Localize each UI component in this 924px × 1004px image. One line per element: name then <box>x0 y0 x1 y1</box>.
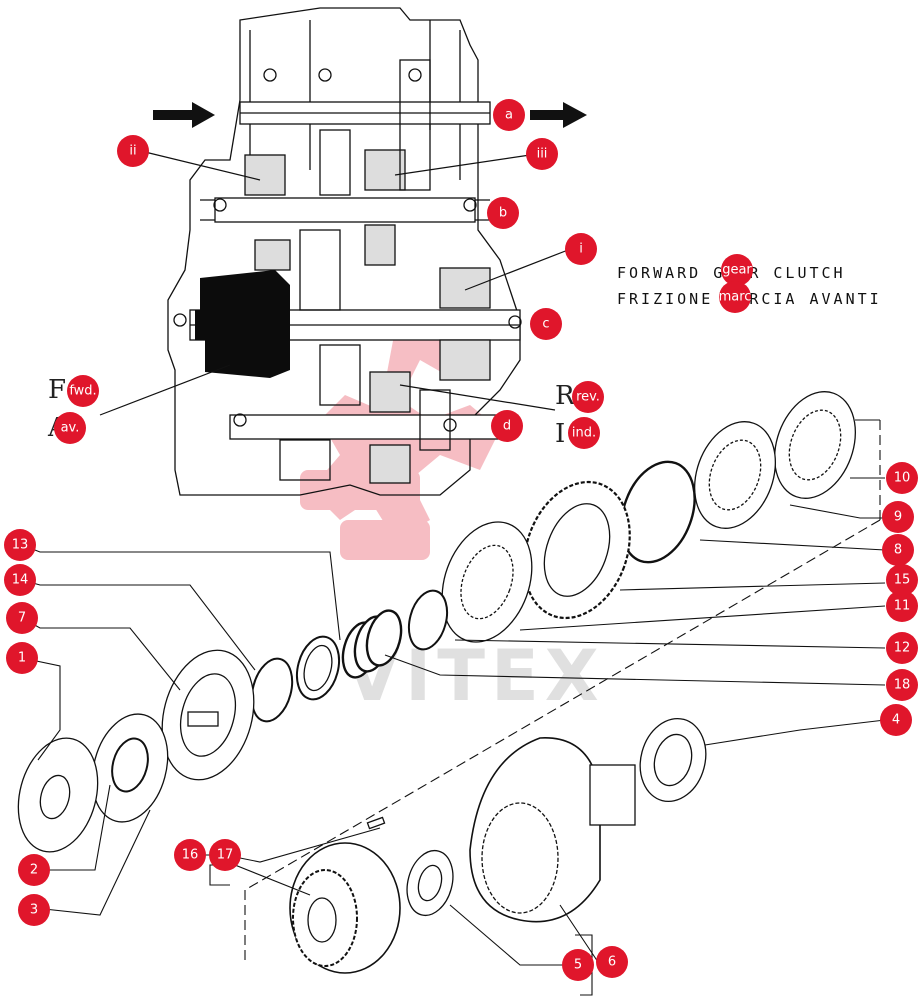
part-badge-12[interactable]: 12 <box>886 632 918 664</box>
part-badge-3[interactable]: 3 <box>18 894 50 926</box>
part-12-snap-ring <box>407 589 449 651</box>
svg-text:4: 4 <box>892 713 900 728</box>
part-badge-13[interactable]: 13 <box>4 529 36 561</box>
svg-text:2: 2 <box>30 863 38 878</box>
part-18-spring <box>341 609 403 679</box>
part-badge-11[interactable]: 11 <box>886 590 918 622</box>
badge-av[interactable]: av. <box>54 412 86 444</box>
part-badge-14[interactable]: 14 <box>4 564 36 596</box>
svg-text:10: 10 <box>894 471 911 486</box>
badge-c[interactable]: c <box>530 308 562 340</box>
badge-fwd[interactable]: fwd. <box>67 375 99 407</box>
svg-text:14: 14 <box>12 573 29 588</box>
transmission-section-drawing <box>167 7 522 496</box>
badge-marc[interactable]: marc <box>719 281 752 313</box>
svg-text:iii: iii <box>537 147 548 162</box>
part-badge-1[interactable]: 1 <box>6 642 38 674</box>
part-badge-16[interactable]: 16 <box>174 839 206 871</box>
forward-clutch-drum <box>195 270 290 378</box>
svg-text:8: 8 <box>894 543 902 558</box>
svg-text:ii: ii <box>129 144 136 159</box>
svg-text:13: 13 <box>12 538 29 553</box>
part-badge-17[interactable]: 17 <box>209 839 241 871</box>
svg-text:11: 11 <box>894 599 911 614</box>
svg-text:1: 1 <box>18 651 26 666</box>
svg-text:7: 7 <box>18 611 26 626</box>
svg-text:rev.: rev. <box>576 390 600 405</box>
part-badge-7[interactable]: 7 <box>6 602 38 634</box>
side-letter-r: R <box>555 381 576 411</box>
badge-d[interactable]: d <box>491 410 523 442</box>
part-14-ring <box>250 657 294 723</box>
svg-text:6: 6 <box>608 955 616 970</box>
svg-text:9: 9 <box>894 510 902 525</box>
svg-text:ind.: ind. <box>572 426 596 441</box>
part-badge-10[interactable]: 10 <box>886 462 918 494</box>
part-17-pin <box>366 816 386 830</box>
assembly-dashed-lines <box>244 420 881 965</box>
svg-text:18: 18 <box>894 678 911 693</box>
badge-a[interactable]: a <box>493 99 525 131</box>
svg-text:12: 12 <box>894 641 911 656</box>
svg-text:c: c <box>542 317 549 332</box>
side-letter-f: F <box>48 375 66 405</box>
badge-ind[interactable]: ind. <box>568 417 600 449</box>
svg-text:fwd.: fwd. <box>69 384 96 399</box>
badge-rev[interactable]: rev. <box>572 381 604 413</box>
svg-text:5: 5 <box>574 958 582 973</box>
badge-ii[interactable]: ii <box>117 135 149 167</box>
svg-text:3: 3 <box>30 903 38 918</box>
svg-text:b: b <box>499 206 507 221</box>
badge-iii[interactable]: iii <box>526 138 558 170</box>
part-badge-4[interactable]: 4 <box>880 704 912 736</box>
part-8-ring <box>620 460 696 564</box>
part-badge-18[interactable]: 18 <box>886 669 918 701</box>
svg-text:marc: marc <box>719 290 752 305</box>
part-badge-6[interactable]: 6 <box>596 946 628 978</box>
part-2-ring <box>111 737 149 793</box>
svg-text:gear: gear <box>722 263 752 278</box>
part-badge-8[interactable]: 8 <box>882 534 914 566</box>
svg-text:16: 16 <box>182 848 199 863</box>
part-badge-9[interactable]: 9 <box>882 501 914 533</box>
part-badge-2[interactable]: 2 <box>18 854 50 886</box>
part-badge-5[interactable]: 5 <box>562 949 594 981</box>
part-badge-15[interactable]: 15 <box>886 564 918 596</box>
svg-text:15: 15 <box>894 573 911 588</box>
svg-text:i: i <box>579 242 583 257</box>
exploded-parts <box>17 391 857 974</box>
svg-text:17: 17 <box>217 848 234 863</box>
svg-text:av.: av. <box>61 421 80 436</box>
svg-text:d: d <box>503 419 511 434</box>
output-arrow <box>530 102 587 128</box>
input-arrow <box>153 102 215 128</box>
side-letter-i: I <box>555 419 565 449</box>
svg-text:a: a <box>505 108 513 123</box>
badge-gear[interactable]: gear <box>721 254 753 286</box>
badge-b[interactable]: b <box>487 197 519 229</box>
badge-i[interactable]: i <box>565 233 597 265</box>
section-leaders <box>99 151 569 416</box>
